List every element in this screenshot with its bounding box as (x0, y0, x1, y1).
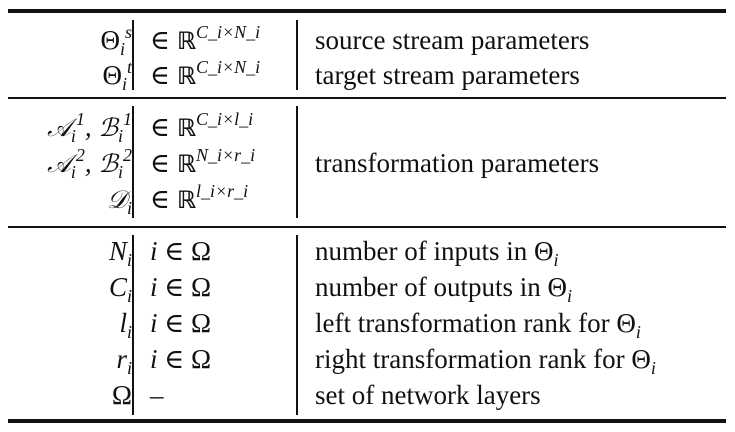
math-domain: i ∈ Ω (150, 272, 212, 302)
symbol-cell: 𝒜i1, ℬi1 (47, 109, 132, 146)
description-text: set of network layers (315, 380, 541, 410)
math-symbol: Θi (547, 272, 572, 306)
domain-cell: i ∈ Ω (150, 344, 211, 374)
math-symbol: li (119, 308, 132, 342)
math-domain: – (150, 380, 164, 410)
column-separator (296, 20, 298, 90)
math-domain: ∈ ℝl_i×r_i (150, 181, 249, 214)
domain-cell: ∈ ℝN_i×r_i (150, 145, 256, 179)
group-separator-rule (8, 97, 726, 99)
math-symbol: Θi (533, 236, 559, 270)
math-domain: ∈ ℝC_i×N_i (150, 57, 261, 90)
math-symbol: Ci (108, 272, 132, 306)
math-symbol: Θi (631, 344, 656, 378)
description-cell: target stream parameters (315, 60, 580, 90)
description-cell: source stream parameters (315, 25, 589, 55)
math-domain: i ∈ Ω (150, 344, 212, 374)
symbol-cell: 𝒜i2, ℬi2 (47, 145, 132, 182)
description-text: left transformation rank for (315, 308, 617, 338)
description-cell: left transformation rank for Θi (315, 308, 641, 342)
column-separator (132, 235, 134, 415)
description-text: right transformation rank for (315, 344, 632, 374)
bottom-rule (8, 419, 726, 423)
column-separator (296, 106, 298, 218)
column-separator (132, 20, 134, 90)
symbol-cell: Θit (102, 57, 132, 94)
domain-cell: ∈ ℝC_i×N_i (150, 57, 261, 91)
symbol-cell: Ci (108, 272, 132, 306)
description-cell: right transformation rank for Θi (315, 344, 656, 378)
math-symbol: Θi (616, 308, 641, 342)
math-domain: i ∈ Ω (150, 236, 212, 266)
description-text: number of inputs in (315, 236, 534, 266)
domain-cell: i ∈ Ω (150, 308, 211, 338)
description-text: number of outputs in (315, 272, 548, 302)
symbol-cell: Ni (108, 236, 132, 270)
domain-cell: ∈ ℝl_i×r_i (150, 181, 249, 215)
math-symbol: Ni (108, 236, 132, 270)
math-domain: ∈ ℝN_i×r_i (150, 145, 256, 178)
symbol-cell: li (119, 308, 132, 342)
top-rule (8, 9, 726, 13)
description-cell: transformation parameters (315, 148, 599, 178)
description-cell: number of outputs in Θi (315, 272, 572, 306)
symbol-cell: Θis (100, 22, 132, 59)
math-symbol: 𝒟i (107, 185, 132, 218)
domain-cell: i ∈ Ω (150, 236, 211, 266)
group-separator-rule (8, 226, 726, 228)
math-domain: ∈ ℝC_i×l_i (150, 109, 254, 142)
domain-cell: ∈ ℝC_i×N_i (150, 22, 261, 56)
domain-cell: ∈ ℝC_i×l_i (150, 109, 254, 143)
math-symbol: 𝒜i1, ℬi1 (47, 109, 132, 146)
math-symbol: Ω (111, 380, 132, 410)
math-symbol: Θis (100, 22, 132, 59)
domain-cell: – (150, 380, 164, 410)
symbol-cell: 𝒟i (107, 184, 132, 218)
math-symbol: 𝒜i2, ℬi2 (47, 145, 132, 182)
description-text: target stream parameters (315, 60, 580, 90)
domain-cell: i ∈ Ω (150, 272, 211, 302)
math-domain: i ∈ Ω (150, 308, 212, 338)
description-text: source stream parameters (315, 25, 590, 55)
math-domain: ∈ ℝC_i×N_i (150, 22, 261, 55)
column-separator (132, 106, 134, 218)
symbol-cell: ri (116, 344, 132, 378)
symbol-cell: Ω (112, 380, 132, 410)
math-symbol: Θit (102, 57, 132, 94)
math-symbol: ri (116, 344, 132, 378)
description-cell: set of network layers (315, 380, 541, 410)
description-text: transformation parameters (315, 148, 600, 178)
column-separator (296, 235, 298, 415)
description-cell: number of inputs in Θi (315, 236, 559, 270)
